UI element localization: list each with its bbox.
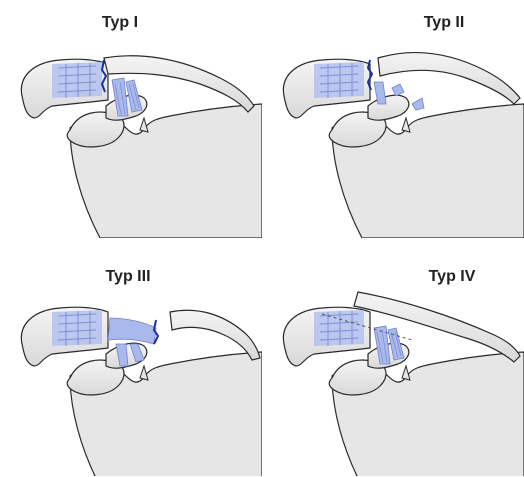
panel-typ-2: Typ II (262, 0, 524, 238)
panel-typ-3: Typ III (0, 238, 262, 476)
shoulder-illustration (0, 0, 262, 238)
panel-typ-1: Typ I (0, 0, 262, 238)
clavicle (170, 310, 260, 360)
shoulder-illustration (262, 0, 524, 238)
shoulder-illustration (262, 238, 524, 476)
shoulder-illustration (0, 238, 262, 476)
panel-typ-4: Typ IV (262, 238, 524, 476)
